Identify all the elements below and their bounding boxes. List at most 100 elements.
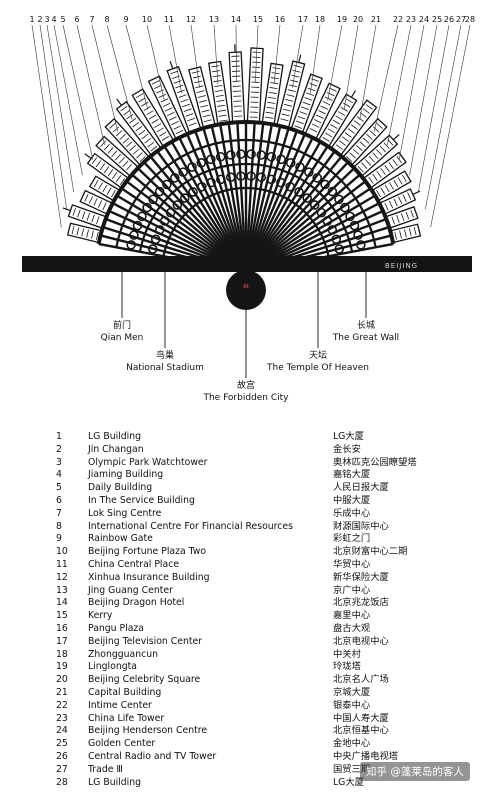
legend-chinese-name: 财源国际中心 — [333, 520, 389, 532]
fan-number-label: 15 — [253, 15, 263, 24]
fan-swirl — [304, 167, 314, 177]
fan-swirl — [353, 230, 363, 240]
legend-english-name: Beijing Celebrity Square — [88, 674, 201, 686]
legend-english-name: LG Building — [88, 776, 142, 788]
fan-number-label: 28 — [465, 15, 475, 24]
fan-swirl — [285, 181, 296, 192]
legend-number: 10 — [56, 546, 68, 558]
fan-number-label: 19 — [337, 15, 347, 24]
fan-leader-line — [292, 24, 304, 88]
watermark: 知乎 @蓬莱岛的客人 — [360, 762, 470, 781]
fan-number-label: 13 — [209, 15, 219, 24]
fan-swirl — [266, 174, 277, 185]
legend-english-name: Intime Center — [88, 699, 152, 711]
fan-number-label: 20 — [353, 15, 363, 24]
fan-swirl — [236, 171, 246, 181]
fan-leader-line — [417, 24, 450, 192]
fan-leader-line — [359, 24, 377, 120]
fan-number-label: 18 — [315, 15, 325, 24]
legend-chinese-name: 嘉铭大厦 — [333, 469, 371, 481]
legend-chinese-name: 北京电视中心 — [333, 635, 389, 647]
legend-english-name: Xinhua Insurance Building — [88, 571, 210, 583]
legend-number: 4 — [56, 469, 62, 481]
legend-english-name: Daily Building — [88, 482, 153, 494]
fan-rib — [143, 161, 247, 273]
fan-building — [246, 47, 264, 124]
legend-chinese-name: 华贸中心 — [333, 559, 371, 570]
legend-english-name: Beijing Dragon Hotel — [88, 597, 185, 609]
legend-number: 28 — [56, 776, 68, 788]
fan-ring — [138, 162, 354, 252]
callout-en: Qian Men — [101, 333, 144, 343]
fan-swirl — [295, 162, 305, 172]
legend-english-name: China Life Tower — [88, 712, 165, 724]
legend-english-name: Central Radio and TV Tower — [88, 751, 217, 762]
fan-rib — [244, 145, 329, 273]
legend-number: 13 — [56, 584, 68, 596]
legend-number: 19 — [56, 661, 68, 673]
legend-number: 26 — [56, 751, 68, 762]
legend-english-name: International Centre For Financial Resou… — [88, 520, 293, 532]
fan-swirl — [276, 177, 286, 188]
callout-en: The Temple Of Heaven — [266, 363, 369, 373]
legend-english-name: Capital Building — [88, 687, 162, 698]
fan-ring — [96, 120, 396, 245]
fan-swirl — [334, 194, 344, 205]
fan-swirl — [256, 150, 267, 160]
fan-leader-line — [387, 24, 412, 146]
legend-english-name: In The Service Building — [88, 495, 195, 506]
fan-number-label: 9 — [123, 15, 128, 24]
fan-swirl — [327, 186, 338, 197]
fan-swirl — [206, 154, 216, 165]
legend-english-name: Lok Sing Centre — [88, 507, 162, 519]
fan-rib — [194, 130, 248, 273]
fan-rib — [219, 124, 248, 273]
legend-chinese-name: 中央广播电视塔 — [333, 751, 399, 762]
legend-number: 20 — [56, 674, 68, 686]
legend-chinese-name: 奥林匹克公园瞭望塔 — [333, 456, 417, 468]
fan-swirl — [215, 174, 226, 185]
callout-en: National Stadium — [126, 363, 204, 373]
fan-swirl — [142, 202, 152, 213]
fan-leader-line — [76, 24, 105, 146]
legend-number: 9 — [56, 533, 62, 545]
legend-english-name: Zhongguancun — [88, 648, 159, 660]
legend-chinese-name: 银泰中心 — [333, 699, 371, 711]
fan-swirl — [159, 216, 170, 226]
fan-leader-line — [106, 24, 133, 120]
legend-number: 16 — [56, 623, 68, 634]
callout-en: The Forbidden City — [202, 393, 289, 403]
fan-rib — [131, 173, 247, 273]
legend-chinese-name: 金长安 — [333, 443, 361, 455]
fan-swirl — [345, 211, 355, 222]
fan-number-label: 7 — [89, 15, 94, 24]
legend-number: 11 — [56, 559, 68, 570]
fan-rib — [244, 127, 290, 273]
fan-swirl — [312, 173, 323, 183]
callout-zh: 天坛 — [309, 350, 327, 361]
fan-leader-line — [213, 24, 219, 85]
legend-english-name: Beijing Television Center — [88, 635, 203, 647]
fan-rib — [244, 125, 282, 273]
fan-rib — [244, 130, 298, 273]
fan-swirl — [349, 220, 360, 231]
legend-chinese-name: LG大厦 — [333, 431, 364, 442]
fan-swirl — [294, 187, 304, 197]
fan-swirl — [169, 173, 180, 183]
fan-swirl — [302, 193, 312, 203]
legend-english-name: Golden Center — [88, 738, 156, 750]
legend-english-name: Trade Ⅲ — [88, 763, 123, 775]
fan-rib — [244, 122, 256, 273]
legend-english-name: Beijing Fortune Plaza Two — [88, 546, 207, 558]
legend-english-name: Rainbow Gate — [88, 533, 153, 545]
fan-swirl — [148, 194, 158, 205]
callout-zh: 长城 — [357, 319, 375, 331]
